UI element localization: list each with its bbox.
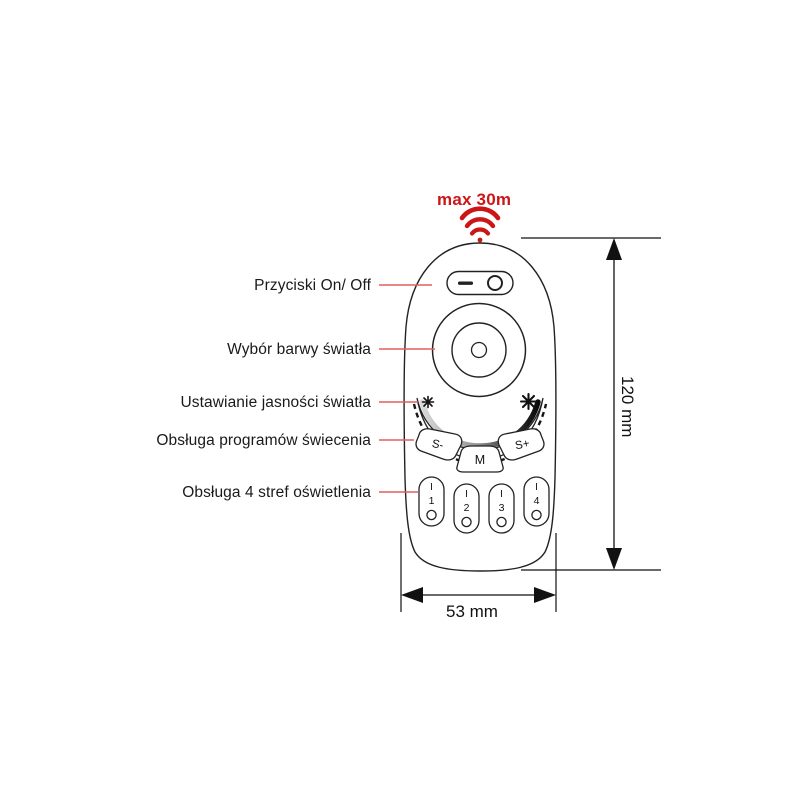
mode-button-m-label: M — [475, 453, 485, 467]
small-asterisk-icon — [421, 395, 435, 409]
dimension-width-label: 53 mm — [446, 602, 498, 621]
zone-button-1-number: 1 — [429, 495, 435, 507]
arrowhead-right — [534, 587, 556, 603]
callout-leader-lines — [379, 284, 435, 493]
large-asterisk-icon — [519, 392, 538, 411]
callout-label-zones: Obsługa 4 stref oświetlenia — [182, 484, 371, 501]
arrowhead-left — [401, 587, 423, 603]
wifi-signal-icon — [459, 206, 501, 243]
zone-button-3-number: 3 — [499, 502, 505, 514]
dimension-height-label: 120 mm — [618, 376, 637, 438]
zone-button-2-number: 2 — [464, 502, 470, 514]
power-button[interactable] — [446, 270, 514, 296]
zone-button-3-on: I — [500, 489, 503, 500]
circle-icon — [487, 275, 503, 291]
zone-button-1-off — [426, 509, 437, 521]
zone-button-1[interactable]: I 1 — [418, 476, 445, 527]
zone-button-4-on: I — [535, 482, 538, 493]
mode-button-s-plus[interactable]: S+ — [497, 428, 545, 461]
dash-icon — [458, 281, 473, 285]
color-wheel[interactable] — [431, 302, 527, 398]
zone-button-4-off — [531, 509, 542, 521]
mode-button-s-plus-label: S+ — [514, 438, 531, 453]
zone-button-4-number: 4 — [534, 495, 540, 507]
mode-button-s-minus-label: S- — [431, 438, 445, 452]
zone-button-4[interactable]: I 4 — [523, 476, 550, 527]
callout-label-programs: Obsługa programów świecenia — [156, 432, 371, 449]
callout-label-on-off: Przyciski On/ Off — [254, 277, 371, 294]
zone-button-3[interactable]: I 3 — [488, 483, 515, 534]
dimension-height — [521, 237, 661, 571]
zone-button-3-off — [496, 516, 507, 528]
zone-button-2-off — [461, 516, 472, 528]
callout-label-color-select: Wybór barwy światła — [227, 341, 371, 358]
mode-button-s-minus[interactable]: S- — [415, 428, 463, 461]
zone-button-2-on: I — [465, 489, 468, 500]
callout-label-brightness: Ustawianie jasności światła — [180, 394, 371, 411]
arrowhead-top — [606, 238, 622, 260]
dimension-width — [400, 533, 557, 612]
zone-button-1-on: I — [430, 482, 433, 493]
mode-button-m[interactable]: M — [456, 445, 504, 473]
range-badge-label: max 30m — [437, 190, 512, 209]
arrowhead-bottom — [606, 548, 622, 570]
zone-button-2[interactable]: I 2 — [453, 483, 480, 534]
